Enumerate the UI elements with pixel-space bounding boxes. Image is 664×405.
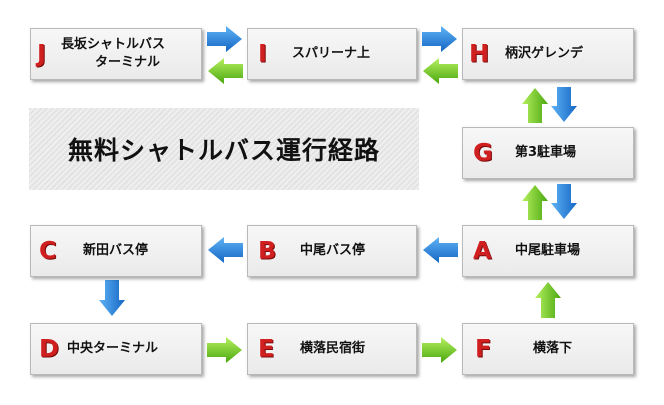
stop-h: H 柄沢ゲレンデ (462, 28, 634, 80)
stop-g-name: 第3駐車場 (515, 145, 577, 160)
arrow-h-to-i (423, 58, 458, 84)
arrow-e-to-f (422, 337, 457, 363)
arrow-i-to-j (208, 58, 243, 84)
arrow-c-to-d (99, 280, 125, 316)
stop-b-letter: B (258, 236, 277, 265)
arrow-f-to-a (535, 282, 561, 318)
arrow-j-to-i (207, 26, 242, 52)
stop-h-name: 柄沢ゲレンデ (505, 46, 584, 61)
stop-d-letter: D (39, 334, 59, 363)
stop-d: D 中央ターミナル (30, 323, 202, 375)
stop-b-name: 中尾バス停 (300, 243, 366, 258)
arrow-b-to-c (208, 237, 243, 263)
stop-h-letter: H (469, 39, 490, 68)
stop-j: J 長坂シャトルバス ターミナル (30, 28, 202, 80)
arrow-g-to-a (551, 184, 577, 219)
stop-g-letter: G (473, 138, 493, 167)
stop-i: I スパリーナ上 (247, 28, 417, 80)
stop-j-name-line2: ターミナル (95, 55, 161, 70)
stop-i-letter: I (258, 39, 267, 68)
stop-j-letter: J (37, 39, 46, 68)
stop-e: E 横落民宿街 (247, 323, 417, 375)
stop-i-name: スパリーナ上 (292, 46, 371, 61)
arrow-h-to-g (551, 87, 577, 122)
stop-c-name: 新田バス停 (83, 243, 149, 258)
arrow-a-to-b (423, 237, 458, 263)
stop-a-name: 中尾駐車場 (515, 243, 581, 258)
stop-j-name-line1: 長坂シャトルバス (61, 37, 166, 52)
stop-c: C 新田バス停 (30, 225, 202, 277)
diagram-title: 無料シャトルバス運行経路 (67, 136, 380, 165)
stop-c-letter: C (39, 236, 57, 265)
stop-e-name: 横落民宿街 (300, 341, 366, 356)
stop-f-name: 横落下 (533, 341, 573, 356)
title-panel: 無料シャトルバス運行経路 (29, 108, 419, 190)
arrow-a-to-g (522, 185, 548, 220)
stop-f-letter: F (475, 334, 492, 363)
stop-f: F 横落下 (462, 323, 634, 375)
stop-g: G 第3駐車場 (462, 127, 634, 179)
arrow-g-to-h (522, 88, 548, 123)
stop-b: B 中尾バス停 (247, 225, 417, 277)
stop-e-letter: E (258, 334, 275, 363)
stop-d-name: 中央ターミナル (67, 341, 159, 356)
stop-a: A 中尾駐車場 (462, 225, 634, 277)
stop-a-letter: A (473, 236, 492, 265)
arrow-d-to-e (207, 337, 242, 363)
arrow-i-to-h (422, 26, 457, 52)
